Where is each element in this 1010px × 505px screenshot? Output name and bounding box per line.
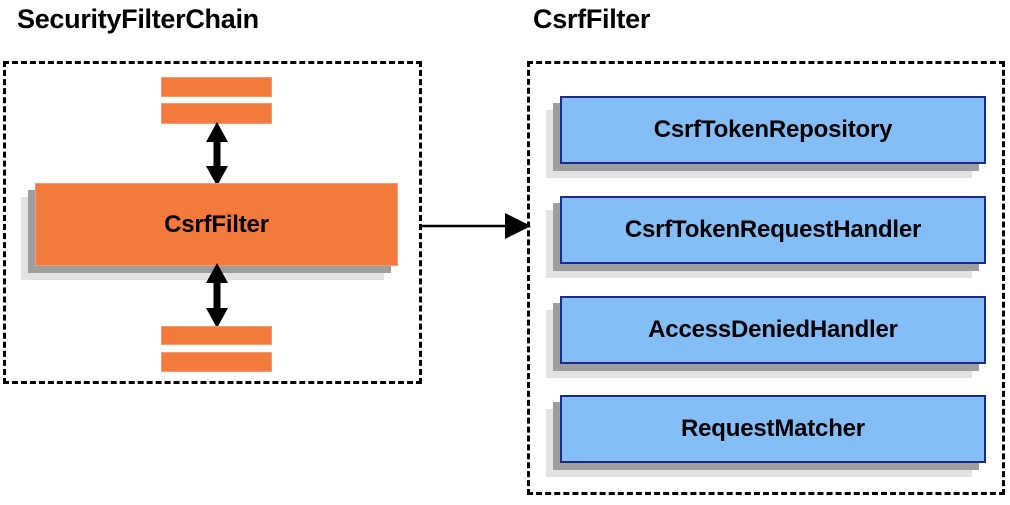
collaborator-label: CsrfTokenRepository bbox=[653, 116, 893, 143]
csrffilter-box[interactable]: CsrfFilter bbox=[21, 183, 398, 280]
filter-bar-above-2 bbox=[161, 103, 272, 124]
filter-bar-below-2 bbox=[161, 352, 272, 372]
collaborator-box-csrftokenrequesthandler[interactable]: CsrfTokenRequestHandler bbox=[546, 196, 986, 278]
csrffilter-box-face: CsrfFilter bbox=[35, 183, 398, 266]
security-filter-chain-container bbox=[3, 61, 422, 384]
collaborator-box-accessdeniedhandler[interactable]: AccessDeniedHandler bbox=[546, 296, 986, 378]
collaborator-box-requestmatcher[interactable]: RequestMatcher bbox=[546, 395, 986, 477]
left-panel-title: SecurityFilterChain bbox=[17, 4, 259, 34]
collaborator-box-face: RequestMatcher bbox=[560, 395, 986, 463]
csrffilter-detail-container bbox=[527, 61, 1005, 495]
collaborator-label: RequestMatcher bbox=[681, 415, 865, 442]
filter-bar-below-1 bbox=[161, 326, 272, 345]
collaborator-label: AccessDeniedHandler bbox=[648, 316, 898, 343]
right-panel-title: CsrfFilter bbox=[533, 4, 651, 34]
filter-bar-above-1 bbox=[161, 77, 272, 97]
csrffilter-expansion-arrow-icon bbox=[419, 212, 531, 240]
collaborator-label: CsrfTokenRequestHandler bbox=[624, 216, 922, 243]
chain-arrow-up-icon bbox=[203, 122, 231, 186]
csrffilter-box-label: CsrfFilter bbox=[164, 210, 269, 238]
collaborator-box-csrftokenrepository[interactable]: CsrfTokenRepository bbox=[546, 96, 986, 178]
collaborator-box-face: AccessDeniedHandler bbox=[560, 296, 986, 364]
collaborator-box-face: CsrfTokenRepository bbox=[560, 96, 986, 164]
collaborator-box-face: CsrfTokenRequestHandler bbox=[560, 196, 986, 264]
chain-arrow-down-icon bbox=[203, 263, 231, 328]
